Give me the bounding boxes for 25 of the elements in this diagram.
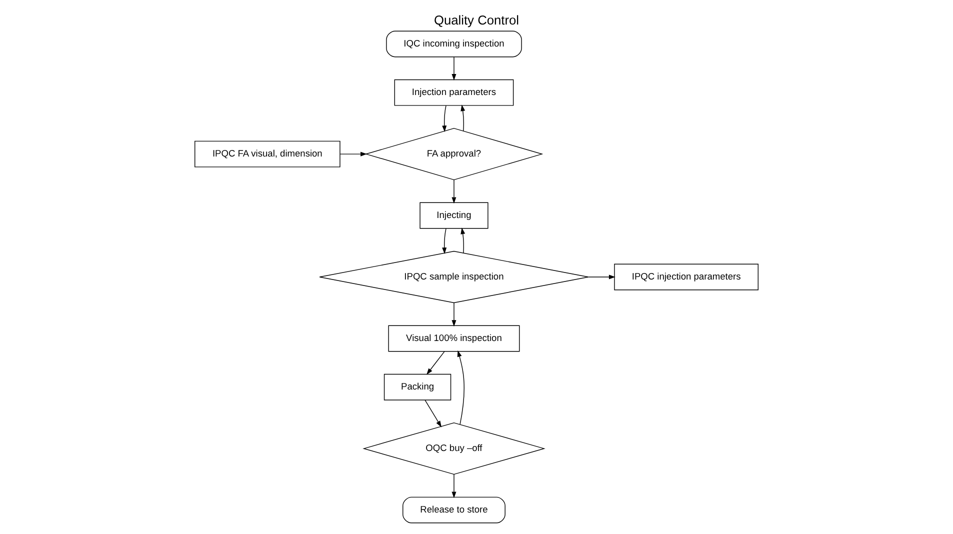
arrow <box>452 180 456 204</box>
arrow <box>442 105 447 132</box>
node-box: IPQC FA visual, dimension <box>194 140 340 168</box>
node-box: Injecting <box>420 202 488 229</box>
arrow <box>588 274 616 280</box>
arrow <box>442 228 447 254</box>
arrow <box>426 351 445 375</box>
arrow <box>452 474 456 498</box>
arrow <box>340 152 367 156</box>
node-diamond: FA approval? <box>364 128 544 180</box>
diagram-title: Quality Control <box>434 12 520 28</box>
node-diamond: OQC buy –off <box>362 422 546 475</box>
node-box: IQC incoming inspection <box>386 30 522 58</box>
arrow <box>424 400 442 428</box>
arrow <box>452 56 456 80</box>
node-box: Injection parameters <box>394 79 514 106</box>
arrow <box>460 228 466 254</box>
arrow <box>452 302 456 327</box>
node-box: IPQC injection parameters <box>614 264 758 290</box>
node-box: Packing <box>384 374 452 400</box>
node-box: Release to store <box>402 496 506 524</box>
node-box: Visual 100% inspection <box>388 325 520 352</box>
arrow <box>457 350 464 425</box>
node-diamond: IPQC sample inspection <box>319 250 589 304</box>
arrow <box>460 104 466 132</box>
